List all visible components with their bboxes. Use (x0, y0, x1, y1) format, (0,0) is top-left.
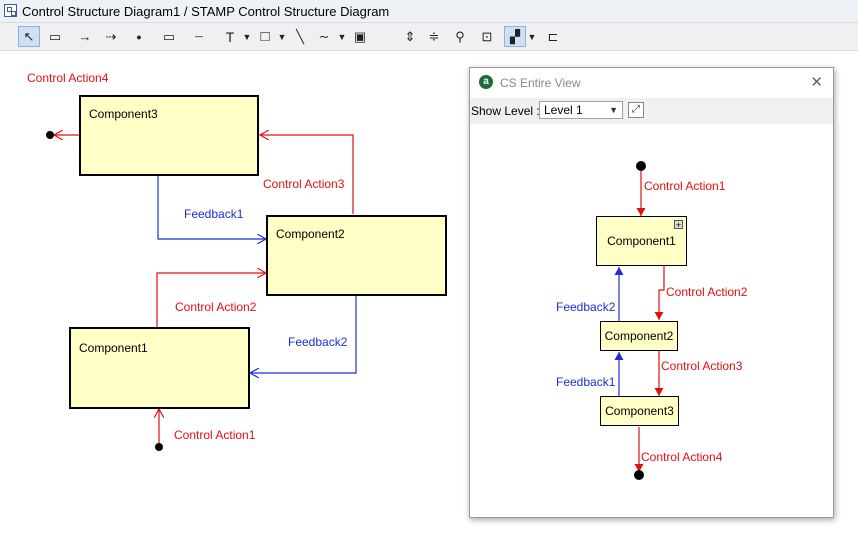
control-action2-label[interactable]: Control Action2 (175, 300, 257, 314)
overview-ca4-endpoint-dot[interactable] (634, 470, 644, 480)
overview-component3-box[interactable]: Component3 (600, 396, 679, 426)
curve-tool-dropdown[interactable]: ▼ (337, 26, 347, 47)
level-bar: Show Level : Level 1 ▼ ⤢ (470, 98, 833, 124)
diagram-toolbar: ↖ ▭ → ⇢ ● ▭ ┈ T ▼ □ ▼ ╲ ∼ ▼ ▣ ⇕ ≑ ⚲ ⊡ ▞ … (0, 23, 858, 51)
fit-icon: ⊡ (481, 28, 493, 44)
caret-down-icon: ▼ (277, 31, 287, 42)
component-tool-button[interactable]: ▭ (44, 26, 66, 47)
arrow-tool-button[interactable]: → (74, 26, 96, 47)
component1-label: Component1 (79, 341, 148, 355)
line-style-dropdown[interactable]: ▼ (527, 26, 537, 47)
pin-icon: ⚲ (455, 28, 465, 44)
dotted-line-tool-icon: ┈ (195, 28, 203, 44)
caret-down-icon: ▼ (242, 31, 252, 42)
note-tool-button[interactable]: ▭ (158, 26, 180, 47)
feedback2-label[interactable]: Feedback2 (288, 335, 348, 349)
text-tool-dropdown[interactable]: ▼ (242, 26, 252, 47)
select-tool-button[interactable]: ↖ (18, 26, 40, 47)
curve-tool-icon: ∼ (318, 28, 330, 44)
diagram-canvas[interactable]: Component3 Component2 Component1 Control… (0, 51, 858, 544)
close-icon[interactable]: ✕ (810, 74, 823, 91)
control-action3-label[interactable]: Control Action3 (263, 177, 345, 191)
panel-title: CS Entire View (500, 76, 581, 90)
overview-connector-layer (614, 166, 665, 472)
control-action2-line (156, 273, 266, 327)
select-arrow-icon: ↖ (23, 28, 35, 44)
feedback1-label[interactable]: Feedback1 (184, 207, 244, 221)
overview-fb1-label[interactable]: Feedback1 (556, 375, 616, 389)
text-tool-button[interactable]: T (219, 26, 241, 47)
text-tool-icon: T (225, 28, 235, 45)
align-center-icon: ≑ (428, 28, 440, 44)
astah-logo-icon: a (479, 75, 493, 89)
cs-entire-view-panel[interactable]: a CS Entire View ✕ Show Level : Level 1 … (469, 67, 834, 518)
control-action4-label[interactable]: Control Action4 (27, 71, 109, 85)
rectangle-tool-button[interactable]: □ (254, 26, 276, 47)
vertical-spacing-icon: ⇕ (404, 28, 416, 44)
line-tool-button[interactable]: ╲ (289, 26, 311, 47)
overview-component1-label: Component1 (607, 234, 676, 248)
level-select[interactable]: Level 1 ▼ (539, 101, 623, 119)
overview-component2-box[interactable]: Component2 (600, 321, 678, 351)
vertical-spacing-button[interactable]: ⇕ (399, 26, 421, 47)
dot-tool-icon: ● (136, 31, 142, 42)
component2-label: Component2 (276, 227, 345, 241)
component-tool-icon: ▭ (48, 28, 62, 44)
dot-tool-button[interactable]: ● (128, 26, 150, 47)
feedback2-line (250, 296, 357, 373)
image-tool-button[interactable]: ▣ (349, 26, 371, 47)
control-action1-label[interactable]: Control Action1 (174, 428, 256, 442)
feedback1-line (157, 175, 266, 239)
pin-button[interactable]: ⚲ (449, 26, 471, 47)
layout-icon: ⊏ (547, 28, 559, 44)
note-tool-icon: ▭ (162, 28, 176, 44)
dashed-arrow-tool-icon: ⇢ (105, 28, 117, 44)
connector-layer (0, 51, 357, 445)
overview-component1-box[interactable]: Component1 + (596, 216, 687, 266)
component3-label: Component3 (89, 107, 158, 121)
line-tool-icon: ╲ (296, 28, 304, 44)
component3-box[interactable]: Component3 (79, 95, 259, 176)
diagram-app-icon (4, 4, 17, 17)
arrow-tool-icon: → (78, 29, 92, 44)
window-titlebar: Control Structure Diagram1 / STAMP Contr… (0, 0, 858, 23)
rectangle-tool-dropdown[interactable]: ▼ (277, 26, 287, 47)
overview-ca1-source-dot[interactable] (636, 161, 646, 171)
rectangle-tool-icon: □ (260, 28, 270, 45)
overview-ca2-line (654, 266, 665, 320)
control-action1-source-dot[interactable] (155, 443, 163, 451)
level-select-value: Level 1 (544, 103, 583, 117)
line-style-button[interactable]: ▞ (504, 26, 526, 47)
caret-down-icon: ▼ (527, 31, 537, 42)
overview-ca2-label[interactable]: Control Action2 (666, 285, 748, 299)
overview-component3-label: Component3 (605, 404, 674, 418)
image-tool-icon: ▣ (353, 28, 367, 44)
window-title: Control Structure Diagram1 / STAMP Contr… (22, 4, 390, 19)
chevron-down-icon: ▼ (609, 105, 618, 115)
line-style-icon: ▞ (510, 28, 520, 44)
overview-component2-label: Component2 (604, 329, 674, 343)
overview-ca1-label[interactable]: Control Action1 (644, 179, 726, 193)
overview-ca3-label[interactable]: Control Action3 (661, 359, 743, 373)
dotted-line-tool-button[interactable]: ┈ (188, 26, 210, 47)
show-level-label: Show Level : (471, 104, 540, 118)
curve-tool-button[interactable]: ∼ (313, 26, 335, 47)
dashed-arrow-tool-button[interactable]: ⇢ (100, 26, 122, 47)
overview-ca4-label[interactable]: Control Action4 (641, 450, 723, 464)
layout-button[interactable]: ⊏ (542, 26, 564, 47)
expand-icon[interactable]: + (674, 220, 683, 230)
caret-down-icon: ▼ (337, 31, 347, 42)
control-action3-line (260, 135, 354, 214)
fit-to-window-icon[interactable]: ⤢ (628, 102, 644, 118)
panel-titlebar[interactable]: a CS Entire View ✕ (470, 68, 833, 98)
overview-fb2-label[interactable]: Feedback2 (556, 300, 616, 314)
component1-box[interactable]: Component1 (69, 327, 250, 409)
align-center-button[interactable]: ≑ (423, 26, 445, 47)
control-action4-endpoint-dot[interactable] (46, 131, 54, 139)
fit-button[interactable]: ⊡ (476, 26, 498, 47)
component2-box[interactable]: Component2 (266, 215, 447, 296)
